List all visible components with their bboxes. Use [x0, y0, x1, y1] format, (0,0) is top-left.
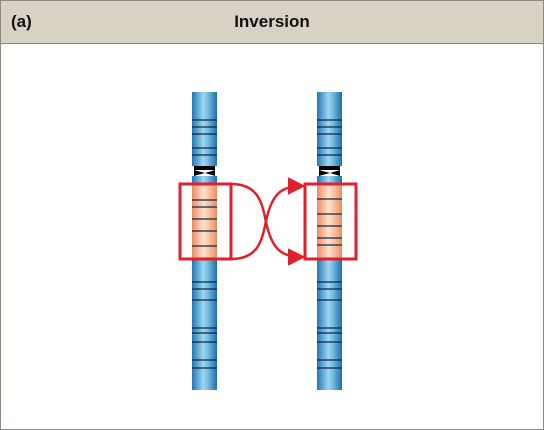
inverted-segment — [192, 185, 217, 260]
chromosome-band-region — [192, 176, 217, 185]
panel-title: Inversion — [234, 12, 310, 31]
centromere-top — [194, 166, 215, 170]
panel-header: (a) Inversion — [1, 1, 543, 44]
chromosome-arm-upper — [192, 92, 217, 166]
centromere — [194, 170, 215, 176]
arrow-up-icon — [230, 177, 306, 261]
chromosome-arm-lower — [317, 260, 342, 390]
chromosome-arm-upper — [317, 92, 342, 166]
centromere-top — [319, 166, 340, 170]
panel-label: (a) — [11, 12, 32, 31]
right-highlight-box — [303, 182, 358, 261]
chromosome-band-region — [317, 176, 342, 185]
chromosome-arm-lower — [192, 260, 217, 390]
left-highlight-box — [178, 182, 233, 261]
original-chromosome — [192, 92, 217, 390]
chromosome-bands — [317, 119, 342, 369]
chromosome-bands — [192, 119, 217, 369]
inverted-chromosome — [317, 92, 342, 390]
centromere — [319, 170, 340, 176]
inverted-segment — [317, 185, 342, 260]
